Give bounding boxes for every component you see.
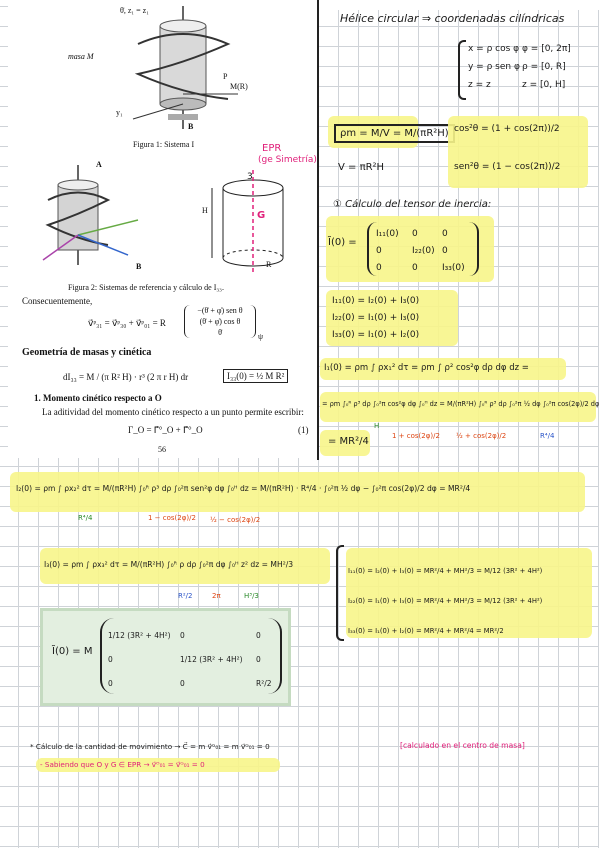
cyl-coords: x = ρ cos φ y = ρ sen φ z = z [468, 44, 520, 90]
i2-line: I₂(0) = ρm ∫ ρx₂² dτ = M/(πR²H) ∫₀ᴿ ρ³ d… [16, 484, 471, 493]
page-number: 56 [158, 445, 166, 454]
i1-line-1: I₁(0) = ρm ∫ ρx₁² dτ = ρm ∫ ρ² cos²φ dρ … [324, 363, 529, 373]
final-matrix-col2: 0 1/12 (3R² + 4H²) 0 [180, 631, 243, 688]
fig2-number-3: 3 [247, 172, 253, 182]
i1-annot-h: H [374, 422, 380, 430]
inertia-definitions: I₁₁(0) = I₂(0) + I₃(0) I₂₂(0) = I₁(0) + … [332, 296, 420, 340]
final-matrix-col1: 1/12 (3R² + 4H²) 0 0 [108, 631, 171, 688]
sabiendo-line: - Sabiendo que O y G ∈ EPR → v⃗ᴼ₀₁ = v⃗ᴳ… [40, 760, 205, 769]
velocity-subscript: ψ [258, 332, 264, 341]
fig2-g-label: G [257, 210, 266, 221]
cyl-ranges: φ = [0, 2π] ρ = [0, R] z = [0, H] [522, 44, 571, 90]
tensor-matrix-col3: 0 0 I₃₃(0) [442, 229, 465, 273]
i1-line-2: = ρm ∫₀ᴿ ρ³ dρ ∫₀²π cos²φ dφ ∫₀ᴴ dz = M/… [322, 400, 599, 408]
fig2-r-label: R [266, 260, 272, 269]
i2-annot-3: ½ − cos(2φ)/2 [210, 516, 261, 524]
tensor-matrix-col1: I₁₁(0) 0 0 [376, 229, 399, 273]
item-1-text: La aditividad del momento cinético respe… [42, 407, 304, 417]
di33-equation: dI₃₃ = M / (π R² H) · r³ (2 π r H) dr [63, 372, 189, 382]
i1-annot-2: ½ + cos(2φ)/2 [456, 432, 507, 440]
tensor-matrix [367, 222, 479, 276]
notes-title: Hélice circular ⇒ coordenadas cilíndrica… [340, 12, 565, 25]
divider-line [317, 0, 319, 460]
textbook-page: θ̇, z₁ = z₁ masa M P M(R) y₁ B Figura 1:… [8, 0, 318, 458]
epr-sub-label: (ge Simetría) [258, 155, 317, 165]
final-tensor-lhs: Ĩ(0) = M [52, 646, 93, 657]
i3-annot-3: H³/3 [244, 592, 259, 600]
i3-annot-2: 2π [212, 592, 221, 600]
inertia-values: I₁₁(0) = I₂(0) + I₃(0) = MR²/4 + MH²/3 =… [348, 567, 543, 635]
consecuentemente-text: Consecuentemente, [22, 296, 93, 306]
figure-2-cylinder [211, 170, 284, 274]
equation-number: (1) [298, 425, 309, 435]
momentum-note: [calculado en el centro de masa] [400, 741, 525, 750]
fig2-b-label: B [136, 262, 142, 271]
velocity-matrix: −(θ̇ + φ̇) sen θ (θ̇ + φ̇) cos θ θ̇ [184, 305, 256, 338]
momentum-line: * Cálculo de la cantidad de movimiento →… [30, 742, 270, 751]
i3-line: I₃(0) = ρm ∫ ρx₃² dτ = M/(πR²H) ∫₀ᴿ ρ dρ… [44, 560, 294, 569]
volume-formula: V = πR²H [338, 162, 385, 173]
i2-annot-1: R⁴/4 [78, 514, 93, 522]
i1-annot-1: 1 + cos(2φ)/2 [392, 432, 440, 440]
tensor-matrix-col2: 0 I₂₂(0) 0 [412, 229, 435, 273]
i1-result: = MR²/4 [328, 436, 369, 447]
figure-2-caption: Figura 2: Sistemas de referencia y cálcu… [68, 283, 224, 292]
cos2-formula: cos²θ = (1 + cos(2π))/2 [454, 124, 560, 134]
tensor-lhs: Ĩ(0) = [328, 237, 357, 248]
step1-title: ① Cálculo del tensor de inercia: [333, 199, 492, 210]
figure-1-diagram [132, 6, 238, 129]
fig1-p-label: P [223, 72, 228, 81]
fig2-h-label: H [202, 206, 208, 215]
figure-1-caption: Figura 1: Sistema I [133, 140, 195, 149]
fig2-a-label: A [96, 160, 102, 169]
i2-annot-2: 1 − cos(2φ)/2 [148, 514, 196, 522]
i1-annot-3: R⁴/4 [540, 432, 555, 440]
velocity-equation: v⃗ᵖ₃₁ = v⃗ᵖ₃₀ + v⃗ᵖ₀₁ = R [88, 318, 166, 328]
epr-label: EPR [262, 143, 282, 154]
i3-annot-1: R²/2 [178, 592, 193, 600]
final-tensor-box [40, 608, 291, 706]
fig1-mass-label: masa M [68, 52, 94, 61]
section-title: Geometría de masas y cinética [22, 347, 152, 358]
fig1-mr-label: M(R) [230, 82, 248, 91]
sen2-formula: sen²θ = (1 − cos(2π))/2 [454, 162, 561, 172]
final-matrix-col3: 0 0 R²/2 [256, 631, 272, 688]
fig1-y-label: y₁ [116, 108, 123, 117]
fig1-theta-label: θ̇, z₁ = z₁ [120, 6, 150, 15]
figure-2-left-diagram [42, 165, 139, 265]
item-1-title: 1. Momento cinético respecto a O [34, 393, 162, 403]
fig1-b-label: B [188, 122, 194, 131]
coords-brace [458, 40, 466, 100]
i33-result-box: I₃₃(0) = ½ M R² [223, 369, 289, 383]
gamma-equation: Γ_O = Γ⃗°_O + Γ⃗°_O [128, 425, 203, 435]
density-formula: ρm = M/V = M/(πR²H) [334, 124, 455, 143]
values-brace [336, 545, 344, 641]
final-tensor-matrix [100, 618, 282, 694]
